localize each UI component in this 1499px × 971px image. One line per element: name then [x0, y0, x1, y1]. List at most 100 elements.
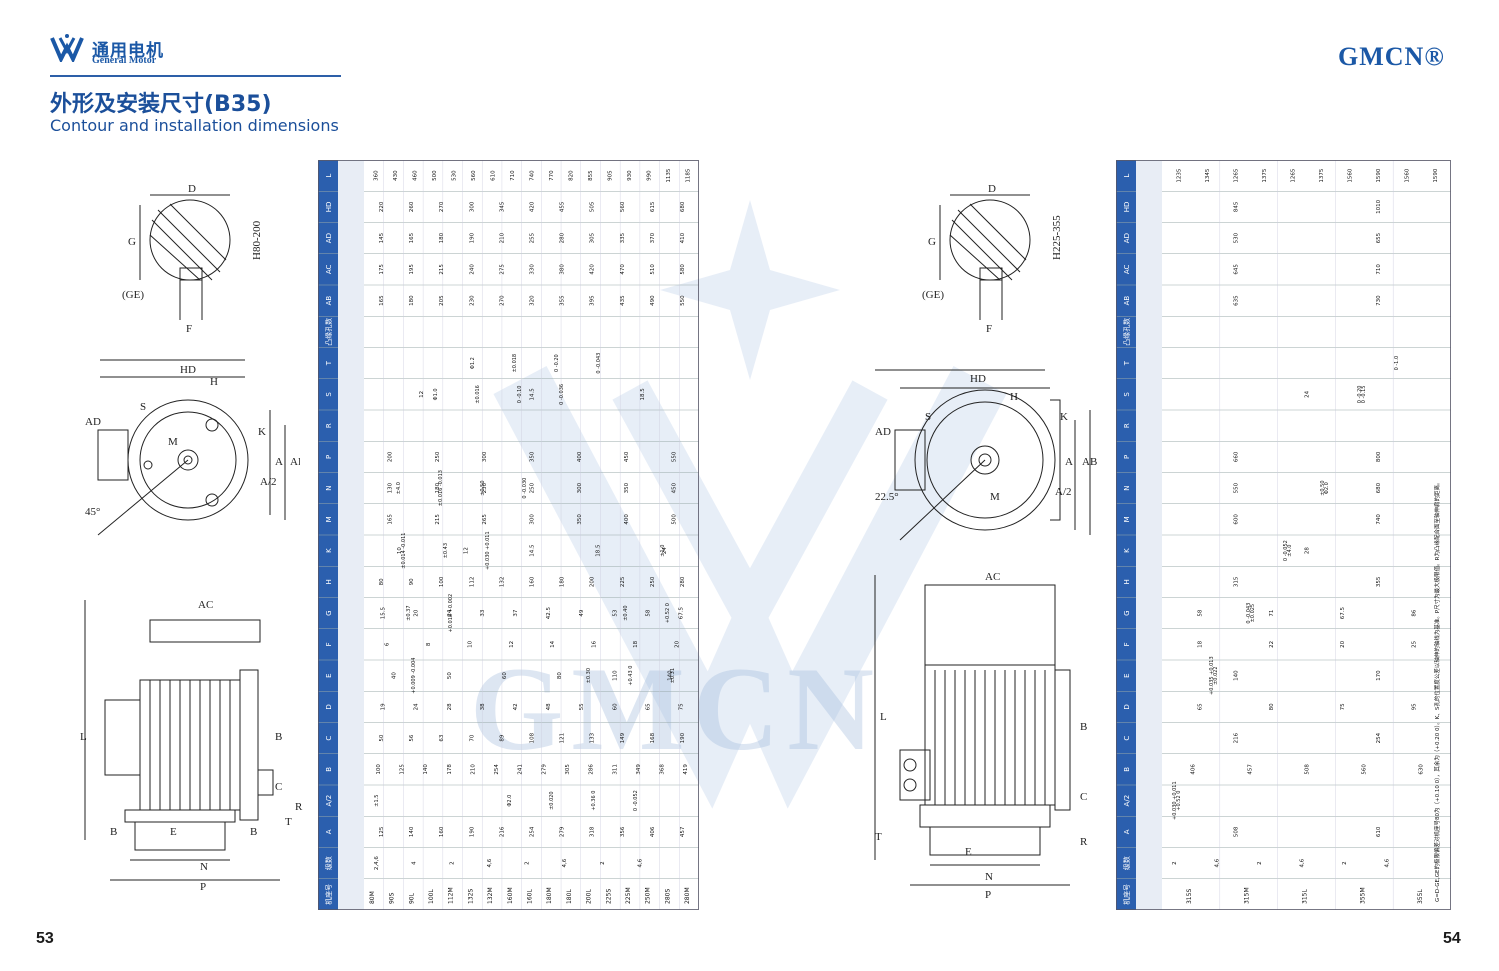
tolerance-cell: ±0.022 [1213, 666, 1219, 685]
svg-text:G: G [928, 236, 936, 248]
table-header-cell: T [325, 360, 333, 366]
table-value-cell: 190 [680, 732, 686, 743]
table-value-cell: 50 [447, 672, 453, 679]
table-value-cell: 1235 [1176, 168, 1182, 182]
table-value-cell: 280 [560, 232, 566, 243]
frame-size-cell: 280M [684, 887, 691, 904]
svg-text:C: C [275, 781, 282, 793]
poles-cell: 4,6 [562, 858, 568, 867]
table-value-cell: 8 [426, 642, 432, 646]
frame-size-cell: 160M [507, 887, 514, 904]
table-value-cell: 65 [1198, 703, 1204, 710]
table-value-cell: 395 [590, 295, 596, 306]
frame-size-cell: 90S [389, 892, 396, 904]
svg-text:A: A [275, 456, 283, 468]
table-value-cell: 15.5 [381, 607, 387, 620]
svg-text:HD: HD [970, 373, 986, 385]
title-divider [50, 75, 341, 77]
table-value-cell: 6 [385, 642, 391, 646]
table-value-cell: 300 [577, 482, 583, 493]
table-value-cell: 230 [482, 482, 488, 493]
table-header-cell: H [325, 579, 333, 584]
table-value-cell: 770 [549, 170, 555, 181]
table-value-cell: 20 [674, 640, 680, 647]
frame-size-cell: 355M [1359, 887, 1366, 904]
table-value-cell: 180 [439, 232, 445, 243]
table-header-cell: M [1123, 516, 1131, 522]
poles-cell: 4 [412, 861, 418, 865]
table-value-cell: 368 [660, 764, 666, 775]
tolerance-cell: 0 -0.20 [1357, 386, 1363, 404]
tolerance-cell: +0.43 0 [628, 666, 634, 686]
table-value-cell: 530 [452, 170, 458, 181]
end-view-drawing-large: HD H AD S K A AB A/2 M 22.5° [875, 369, 1097, 541]
table-value-cell: 845 [1233, 201, 1239, 212]
logo-english-text: General Motor [92, 55, 157, 66]
poles-cell: 4,6 [637, 858, 643, 867]
table-value-cell: 110 [612, 670, 618, 681]
table-header-cell: P [1123, 455, 1131, 459]
svg-text:D: D [988, 183, 996, 195]
table-header-cell: A [325, 829, 333, 834]
table-header-cell: R [1123, 423, 1131, 428]
svg-text:HD: HD [180, 364, 196, 376]
shaft-section-drawing-small: D G (GE) F H80-200 [122, 183, 263, 335]
svg-text:K: K [1060, 411, 1068, 423]
table-value-cell: 160 [530, 576, 536, 587]
table-value-cell: 205 [439, 295, 445, 306]
table-header-cell: D [325, 704, 333, 709]
watermark-logo-icon [493, 200, 1007, 809]
table-value-cell: 67.5 [1340, 607, 1346, 620]
table-value-cell: 241 [518, 764, 524, 775]
table-value-cell: 22 [1269, 641, 1275, 648]
frame-size-cell: 180M [546, 887, 553, 904]
table-value-cell: 300 [482, 451, 488, 462]
table-value-cell: 1345 [1205, 168, 1211, 182]
tolerance-cell: ±0.40 [623, 605, 629, 620]
angle-label-right: 22.5° [875, 491, 899, 503]
table-value-cell: 12 [509, 641, 515, 648]
frame-size-cell: 225S [605, 889, 612, 904]
table-header-cell: C [325, 736, 333, 741]
svg-text:G: G [128, 236, 136, 248]
poles-cell: 2 [525, 861, 531, 865]
table-value-cell: 470 [620, 264, 626, 275]
tolerance-cell: +0.030 +0.011 [485, 531, 491, 570]
table-value-cell: 18.5 [596, 544, 602, 557]
table-value-cell: 254 [530, 826, 536, 837]
table-value-cell: 37 [513, 609, 519, 616]
table-header-cell: D [1123, 704, 1131, 709]
table-value-cell: 406 [1191, 764, 1197, 775]
frame-size-cell: 100L [428, 889, 435, 904]
table-value-cell: 730 [1376, 295, 1382, 306]
table-value-cell: 330 [530, 264, 536, 275]
table-value-cell: 254 [494, 764, 500, 775]
table-value-cell: 86 [1411, 609, 1417, 616]
table-value-cell: 53 [612, 609, 618, 616]
table-value-cell: 12 [463, 547, 469, 554]
table-value-cell: 250 [435, 451, 441, 462]
page-title-chinese: 外形及安装尺寸(B35) [50, 92, 272, 117]
table-value-cell: 95 [1411, 703, 1417, 710]
table-header-cell: AD [1123, 233, 1131, 243]
frame-size-cell: 90L [408, 892, 415, 904]
table-value-cell: 140 [423, 764, 429, 775]
table-header-cell: 凸缘孔数 [1122, 318, 1131, 346]
svg-text:B: B [275, 731, 282, 743]
table-value-cell: 560 [471, 170, 477, 181]
table-value-cell: 80 [379, 578, 385, 585]
frame-size-cell: 250M [645, 887, 652, 904]
table-value-cell: 990 [646, 170, 652, 181]
table-value-cell: 1265 [1290, 168, 1296, 182]
frame-size-cell: 132S [467, 889, 474, 904]
table-value-cell: 356 [620, 826, 626, 837]
table-value-cell: 80 [1269, 703, 1275, 710]
tolerance-cell: ±0.018 [512, 354, 518, 373]
tolerance-cell: ±0.50 [480, 480, 486, 495]
svg-text:S: S [140, 401, 146, 413]
frame-size-cell: 315S [1186, 889, 1193, 904]
table-header-cell: E [1123, 673, 1131, 677]
table-value-cell: 38 [480, 703, 486, 710]
